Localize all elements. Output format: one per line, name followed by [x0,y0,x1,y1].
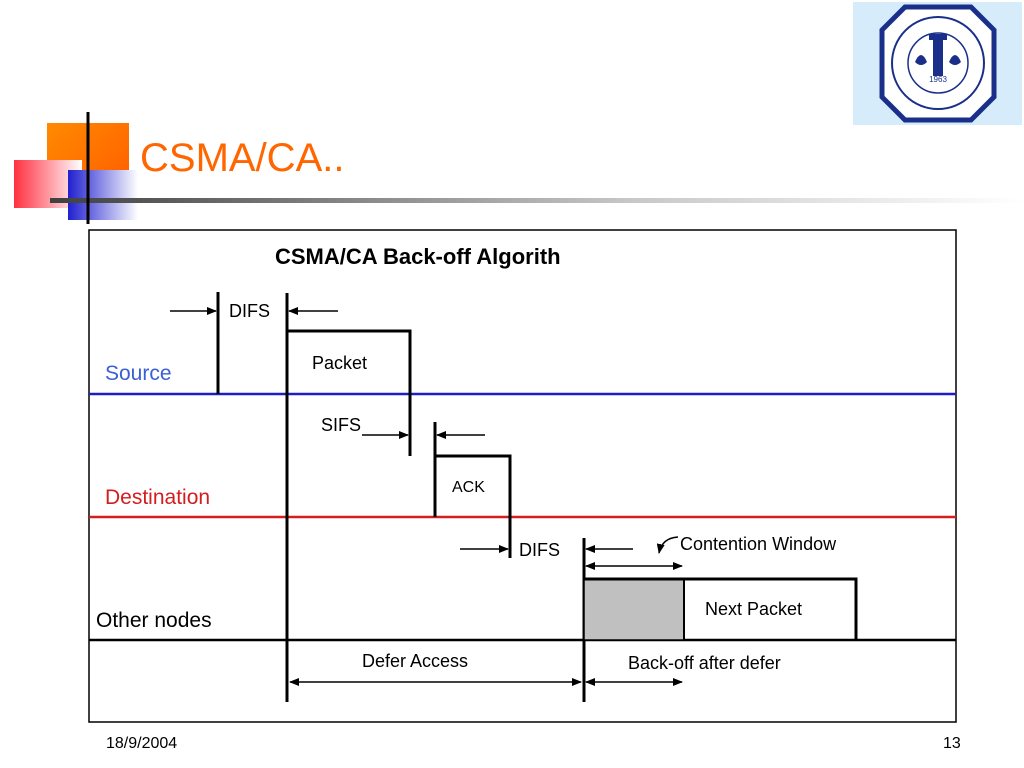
packet-label: Packet [312,353,367,373]
ack-box [435,454,512,558]
footer-page-number: 13 [943,735,961,752]
slide-title: CSMA/CA.. [140,136,345,180]
diagram-frame [88,229,957,723]
logo-inner-ring [907,32,969,94]
other-nodes-label: Other nodes [96,609,212,632]
difs-top-label: DIFS [229,301,270,321]
logo-flame-icon [915,55,961,65]
contention-window-label: Contention Window [680,534,837,554]
difs-bottom-label: DIFS [519,540,560,560]
logo-tower-icon [933,38,943,76]
title-rule [50,198,1024,203]
next-packet-box [584,577,858,640]
logo-outer-ring [891,16,985,110]
title-decoration [14,112,1024,224]
diagram-heading: CSMA/CA Back-off Algorith [275,244,561,269]
backoff-after-defer-label: Back-off after defer [628,653,781,673]
backoff-slot [583,578,685,641]
ack-label: ACK [452,479,485,496]
blue-square [68,170,138,220]
destination-label: Destination [105,486,210,509]
university-logo: 1963 [853,2,1022,125]
defer-access-label: Defer Access [362,651,468,671]
footer-date: 18/9/2004 [106,735,178,752]
logo-tower-top-icon [929,34,947,40]
contention-window-pointer [656,536,679,554]
logo-year: 1963 [929,75,947,84]
packet-box [287,329,412,456]
source-label: Source [105,362,172,385]
next-packet-label: Next Packet [705,599,802,619]
sifs-label: SIFS [321,415,361,435]
